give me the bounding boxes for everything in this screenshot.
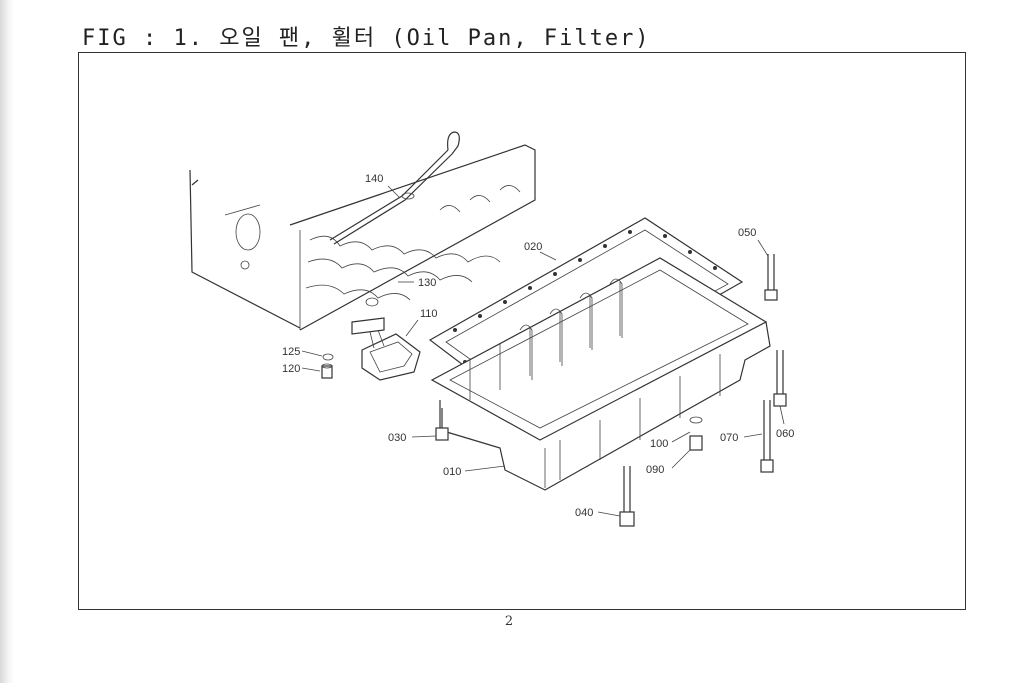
oil-pan — [430, 257, 771, 491]
part-label-050: 050 — [738, 227, 756, 239]
part-label-100: 100 — [650, 438, 668, 450]
bolt-060 — [773, 350, 787, 407]
o-ring — [365, 297, 379, 307]
drain-plug-and-washer — [689, 416, 703, 451]
drawing-frame — [78, 52, 966, 610]
scan-edge-shadow — [0, 0, 14, 683]
part-label-110: 110 — [420, 308, 438, 320]
figure-title: FIG : 1. 오일 팬, 휠터 (Oil Pan, Filter) — [82, 26, 651, 51]
part-label-060: 060 — [776, 428, 794, 440]
part-label-020: 020 — [524, 241, 542, 253]
washer-and-bolt — [321, 353, 334, 379]
oil-strainer — [351, 317, 421, 381]
part-label-130: 130 — [418, 277, 436, 289]
bolt-040 — [619, 466, 635, 527]
bolt-030 — [435, 408, 449, 441]
part-label-040: 040 — [575, 507, 593, 519]
part-label-090: 090 — [646, 464, 664, 476]
page-number: 2 — [504, 614, 514, 629]
part-label-010: 010 — [443, 466, 461, 478]
part-label-120: 120 — [282, 363, 300, 375]
part-label-125: 125 — [282, 346, 300, 358]
dipstick — [329, 131, 460, 245]
bolt-050 — [764, 254, 778, 301]
leader-lines — [301, 185, 785, 517]
bolt-070 — [760, 400, 774, 473]
engine-block — [189, 144, 536, 331]
part-label-030: 030 — [388, 432, 406, 444]
part-label-070: 070 — [720, 432, 738, 444]
part-label-140: 140 — [365, 173, 383, 185]
